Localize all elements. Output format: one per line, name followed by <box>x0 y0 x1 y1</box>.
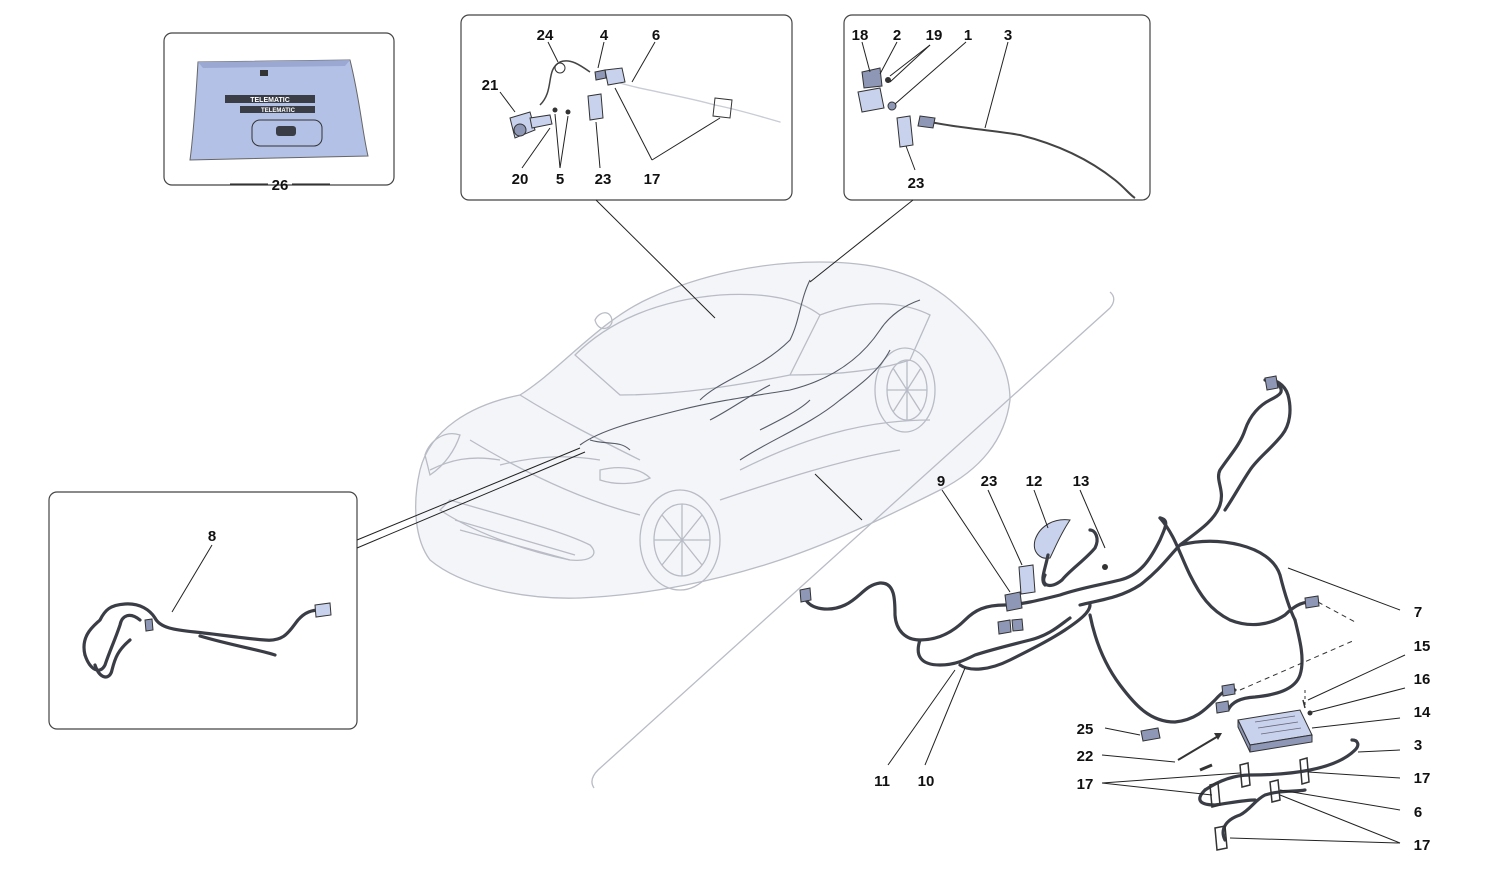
label-2: 2 <box>893 27 901 44</box>
label-4: 4 <box>600 27 609 44</box>
bottom-right-leaders <box>887 489 1406 844</box>
label-21: 21 <box>482 77 499 94</box>
label-12: 12 <box>1026 473 1043 490</box>
label-5: 5 <box>556 171 564 188</box>
label-1: 1 <box>964 27 972 44</box>
callout-box-top-right: 18 2 19 1 3 23 <box>843 14 1151 201</box>
label-16: 16 <box>1414 671 1431 688</box>
label-17: 17 <box>1414 837 1431 854</box>
label-8: 8 <box>208 528 216 545</box>
label-17: 17 <box>1414 770 1431 787</box>
label-19: 19 <box>926 27 943 44</box>
label-25: 25 <box>1077 721 1094 738</box>
telematics-control-unit <box>1237 709 1313 753</box>
label-22: 22 <box>1077 748 1094 765</box>
label-11: 11 <box>874 773 890 790</box>
label-23: 23 <box>595 171 612 188</box>
label-10: 10 <box>918 773 935 790</box>
label-17: 17 <box>644 171 661 188</box>
label-7: 7 <box>1414 604 1422 621</box>
car-outline <box>415 261 1011 599</box>
label-24: 24 <box>537 27 554 44</box>
leader-camera <box>595 199 716 319</box>
adhesive-pad-23 <box>1018 564 1036 595</box>
separator-line <box>591 291 1115 789</box>
callout-box-manual: TELEMATIC TELEMATIC 26 <box>163 32 395 194</box>
label-3: 3 <box>1004 27 1012 44</box>
connector-part-9 <box>1004 591 1023 612</box>
antenna-part <box>1033 519 1071 559</box>
label-23: 23 <box>981 473 998 490</box>
leader-front <box>356 447 581 541</box>
callout-box-top-center: 24 4 6 21 20 5 23 17 <box>460 14 793 201</box>
label-18: 18 <box>852 27 869 44</box>
label-20: 20 <box>512 171 529 188</box>
label-3: 3 <box>1414 737 1422 754</box>
label-15: 15 <box>1414 638 1431 655</box>
label-26: 26 <box>272 177 289 194</box>
label-17: 17 <box>1077 776 1094 793</box>
manual-title-line2: TELEMATIC <box>261 108 296 114</box>
label-6: 6 <box>1414 804 1422 821</box>
label-9: 9 <box>937 473 945 490</box>
leader-roof-antenna <box>809 199 914 283</box>
label-13: 13 <box>1073 473 1090 490</box>
label-23: 23 <box>908 175 925 192</box>
label-14: 14 <box>1414 704 1431 721</box>
leader-floor <box>814 473 863 521</box>
label-6: 6 <box>652 27 660 44</box>
manual-title-line1: TELEMATIC <box>250 97 290 104</box>
main-telematics-harness <box>799 375 1356 724</box>
clip-part-25 <box>1140 727 1161 742</box>
callout-box-front-harness: 8 <box>48 491 358 730</box>
